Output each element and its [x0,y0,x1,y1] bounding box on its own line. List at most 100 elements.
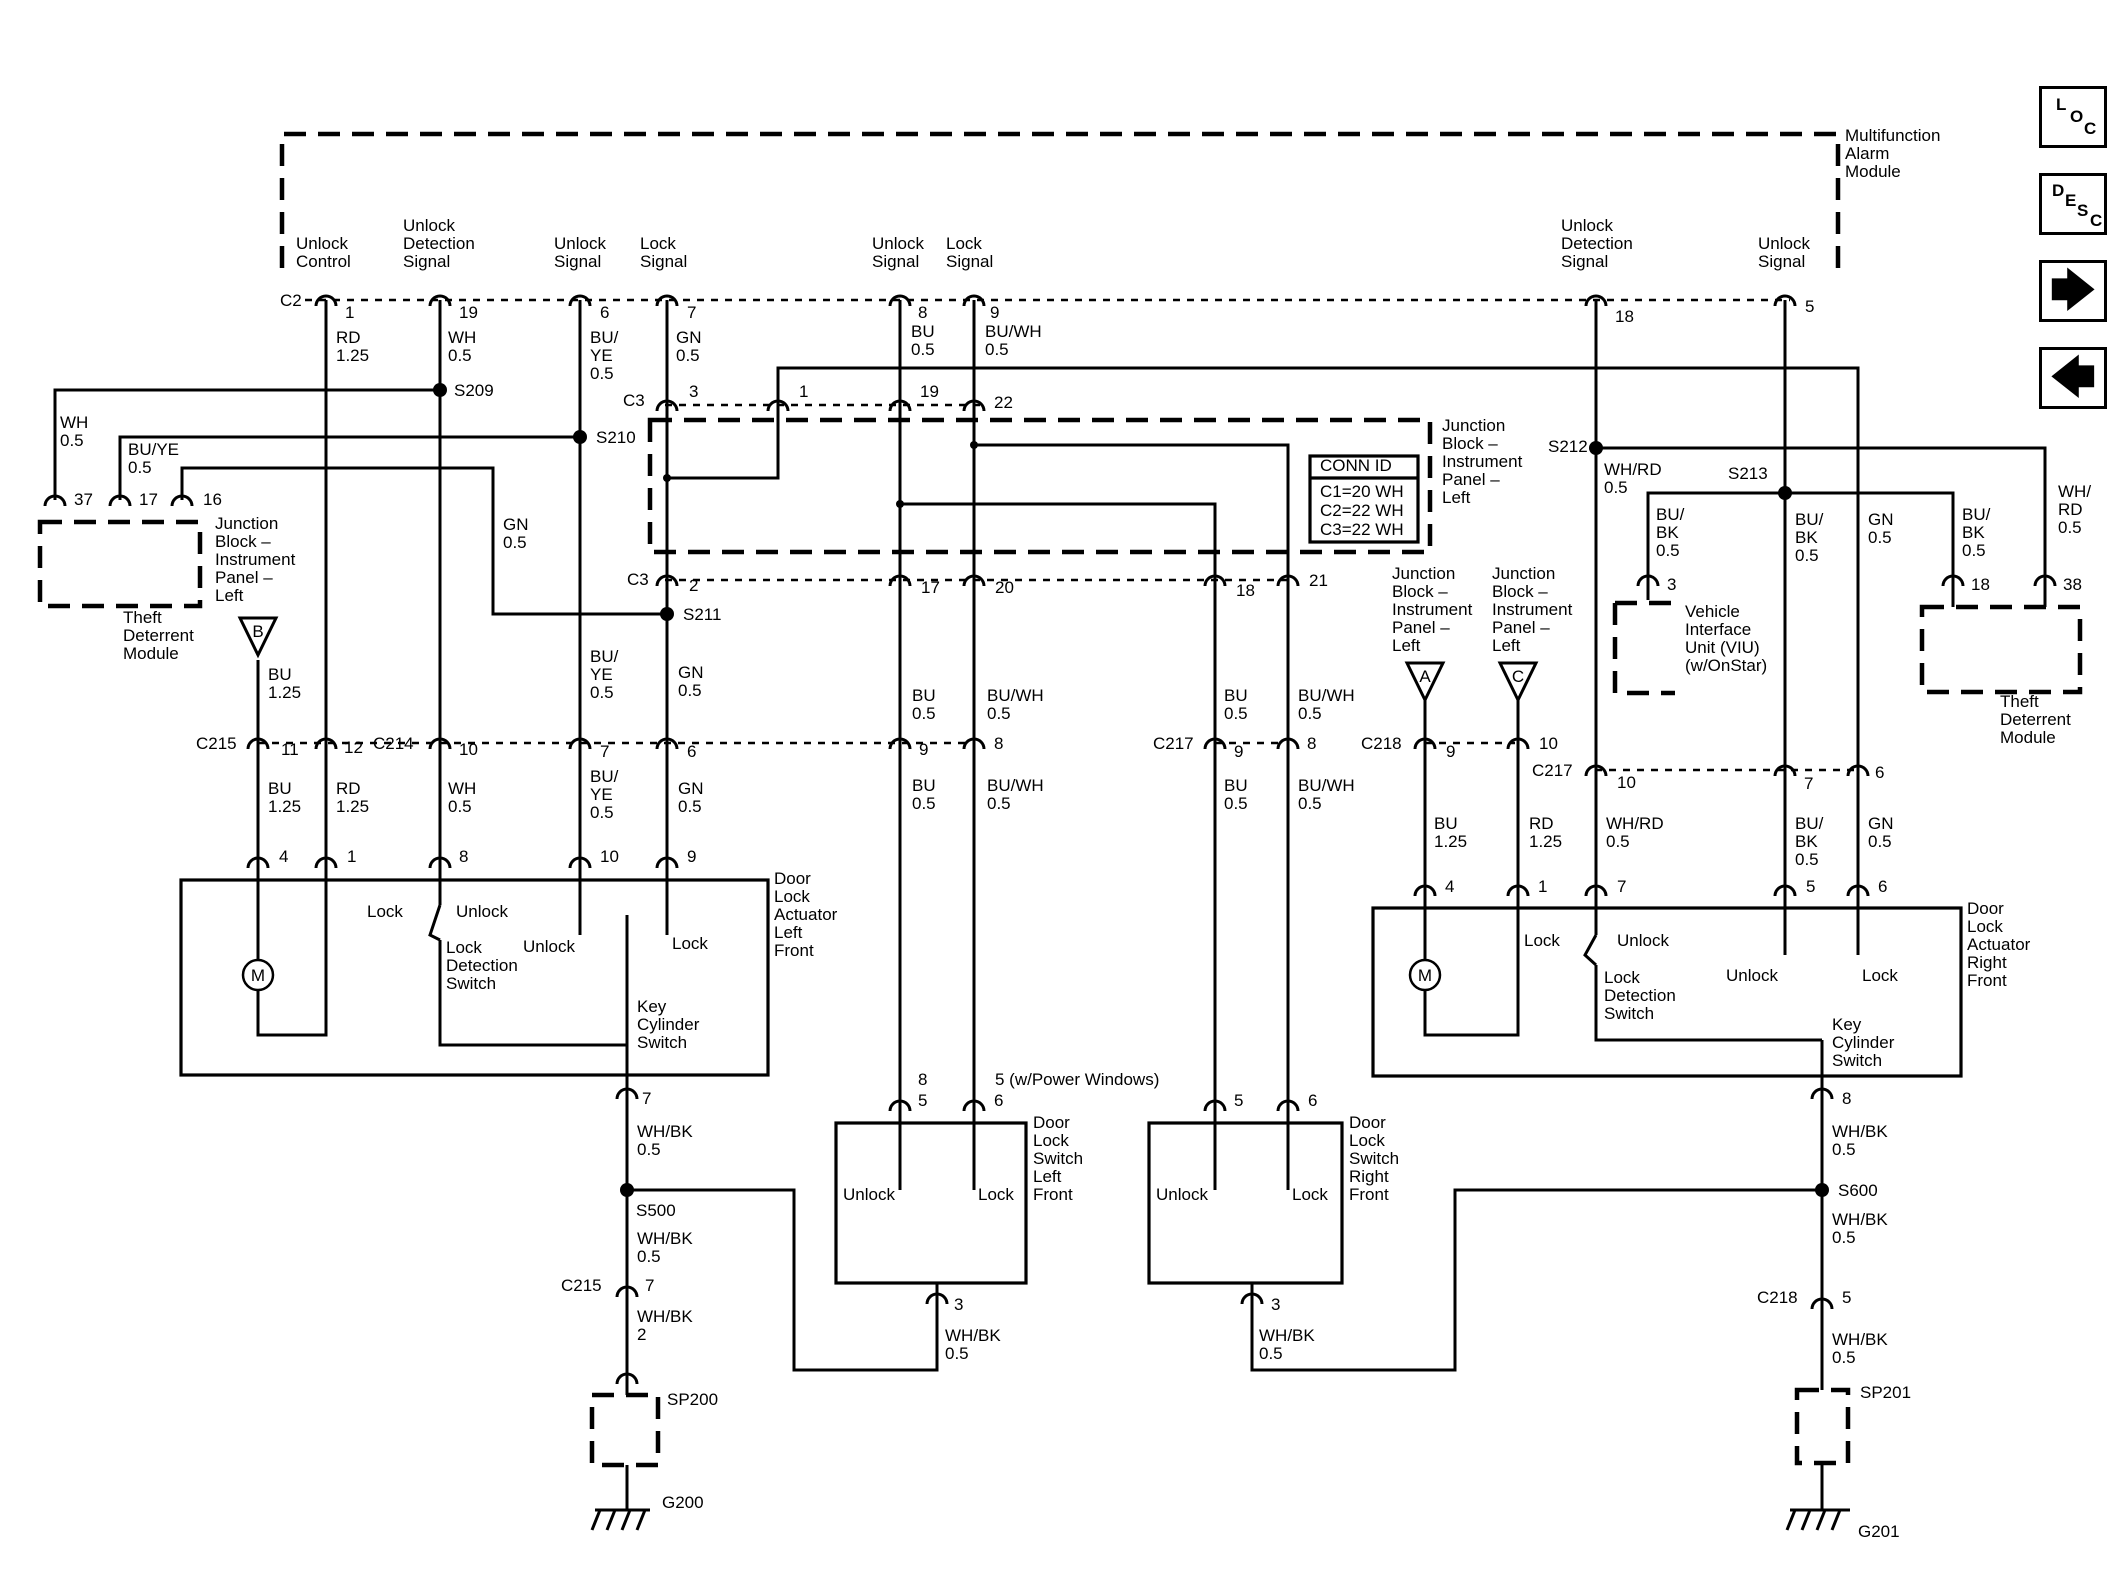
pin: 9 [990,303,999,322]
connector-a-triangle: A [1404,661,1446,704]
connector-c217: C217 [1153,734,1194,753]
motor-right-symbol: M [1408,958,1442,992]
lock-detection-switch-right-contact [1583,934,1598,967]
pin: 8 [918,303,927,322]
connector-pin-terminal [428,856,452,869]
pin: 1 [347,847,356,866]
pin: 18 [1971,575,1990,594]
connector-pin-terminal [1941,574,1965,587]
connector-pin-terminal [925,1292,949,1305]
connector-c218: C218 [1361,734,1402,753]
pin: 21 [1309,571,1328,590]
svg-text:C: C [1512,667,1524,686]
svg-text:B: B [252,622,263,641]
unlock-label: Unlock [523,937,575,956]
pin: 22 [994,393,1013,412]
pin: 18 [1615,307,1634,326]
pin: 3 [689,382,698,401]
lock-label: Lock [672,934,708,953]
connector-c3: C3 [627,570,649,589]
pin: 9 [1234,742,1243,761]
connector-b-triangle: B [237,616,279,659]
pin: 11 [281,740,299,759]
connector-pin-terminal [1413,737,1437,750]
next-arrow-button[interactable]: 🡆 [2039,260,2107,322]
pin: 7 [642,1089,651,1108]
description-button[interactable]: D E S C [2039,173,2107,235]
pin: 5 [1806,877,1815,896]
conn-id-row: C3=22 WH [1320,520,1404,539]
connector-pin-terminal [314,737,338,750]
conn-id-box [1308,454,1420,544]
connector-pin-terminal [1773,764,1797,777]
svg-text:M: M [1418,966,1432,985]
pin: 5 [918,1091,927,1110]
pin: 10 [459,740,478,759]
pin: 37 [74,490,93,509]
pin: 7 [1617,877,1626,896]
splice-s211: S211 [683,605,721,624]
connector-pin-terminal [1276,574,1300,587]
pin: 5 [1234,1091,1243,1110]
connector-pin-terminal [1773,294,1797,307]
pin: 6 [1308,1091,1317,1110]
pin: 7 [687,303,696,322]
location-button[interactable]: L O C [2039,86,2107,148]
pin: 17 [921,578,940,597]
connector-pin-terminal [1810,1087,1834,1100]
connector-c217: C217 [1532,761,1573,780]
pin: 4 [1445,877,1454,896]
door-lock-actuator-left-box [179,878,770,1077]
connector-pin-terminal [2033,574,2057,587]
connector-pin-terminal [1773,884,1797,897]
previous-arrow-button[interactable]: 🡄 [2039,347,2107,409]
splice-sp200: SP200 [667,1390,718,1409]
lock-label: Lock [1292,1185,1328,1204]
splice-nodes [433,383,1829,1197]
pin: 20 [995,578,1014,597]
splice-s213: S213 [1728,464,1768,483]
connector-c3: C3 [623,391,645,410]
connector-pin-terminal [1846,884,1870,897]
connector-pin-terminal [43,494,67,507]
connector-pin-terminal [1413,884,1437,897]
pin: 7 [645,1276,654,1295]
connector-pin-terminal [888,294,912,307]
connector-pin-terminal [170,494,194,507]
conn-id-row: C1=20 WH [1320,482,1404,501]
pin: 6 [687,742,696,761]
unlock-label: Unlock [1156,1185,1208,1204]
connector-pin-terminal [655,574,679,587]
splice-s212: S212 [1548,437,1588,456]
connector-c215: C215 [561,1276,602,1295]
connector-pin-terminal [246,737,270,750]
connector-pin-terminal [246,856,270,869]
pin: 7 [1804,774,1813,793]
ground-g200: G200 [662,1493,704,1512]
